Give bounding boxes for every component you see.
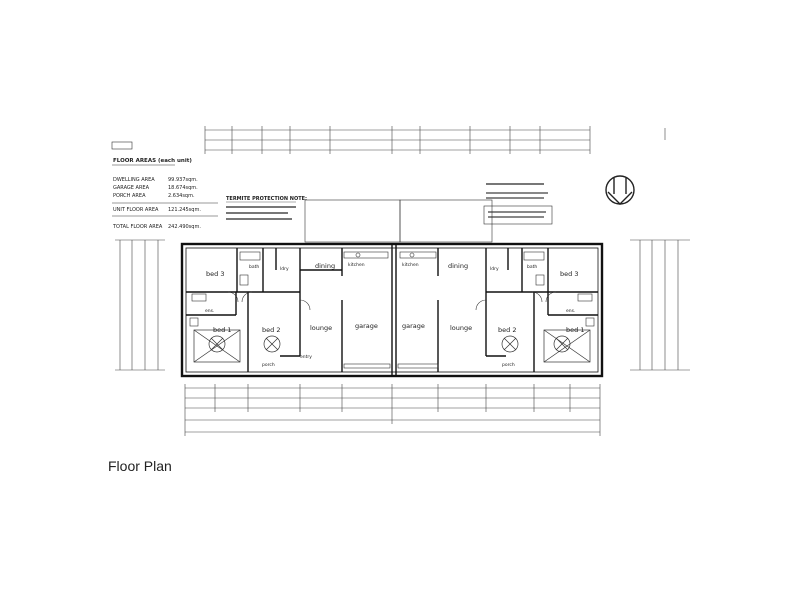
room-label-bath: bath — [527, 264, 537, 270]
schedule-row-label: DWELLING AREA — [113, 177, 155, 183]
termite-protection-note: TERMITE PROTECTION NOTE: — [226, 196, 307, 220]
room-label-bed-3: bed 3 — [560, 270, 578, 278]
floor-plan-caption: Floor Plan — [108, 458, 172, 474]
ceiling-fan-icons — [193, 329, 591, 363]
rear-slab-outlines — [304, 199, 493, 243]
room-label-porch: porch — [502, 362, 515, 368]
room-label-ens: ens. — [205, 309, 214, 314]
schedule-row-value: 242.490sqm. — [168, 224, 201, 230]
room-label-ldry: ldry — [490, 266, 499, 272]
room-label-porch: porch — [262, 362, 275, 368]
schedule-row-value: 121.245sqm. — [168, 207, 201, 213]
room-label-garage: garage — [402, 322, 425, 330]
room-label-ens: ens. — [566, 309, 575, 314]
schedule-row-value: 2.634sqm. — [168, 193, 195, 199]
internal-walls — [186, 244, 598, 376]
schedule-row-label: PORCH AREA — [113, 193, 146, 199]
schedule-row-label: TOTAL FLOOR AREA — [112, 224, 163, 230]
room-label-kitchen: kitchen — [402, 262, 419, 268]
right-unit-room-labels: kitchen dining ldry bath bed 3 garage lo… — [402, 262, 584, 368]
room-label-bed-2: bed 2 — [262, 326, 280, 334]
termite-note-title: TERMITE PROTECTION NOTE: — [226, 196, 307, 202]
left-unit-room-labels: bed 3 bath ldry dining kitchen ens. bed … — [205, 262, 378, 368]
side-dimension-lines — [115, 239, 690, 371]
room-label-ldry: ldry — [280, 266, 289, 272]
room-label-bed-1: bed 1 — [213, 326, 231, 334]
schedule-row-label: GARAGE AREA — [113, 185, 150, 191]
room-label-lounge: lounge — [450, 324, 472, 332]
bottom-dimension-lines — [184, 384, 601, 436]
construction-note-block — [483, 183, 553, 225]
room-label-dining: dining — [315, 262, 335, 270]
room-label-lounge: lounge — [310, 324, 332, 332]
room-label-dining: dining — [448, 262, 468, 270]
room-label-entry: entry — [300, 354, 312, 360]
floor-area-schedule: FLOOR AREAS (each unit) DWELLING AREA 99… — [111, 141, 218, 230]
schedule-row-value: 99.937sqm. — [168, 177, 198, 183]
fixtures — [189, 251, 595, 369]
room-label-kitchen: kitchen — [348, 262, 365, 268]
schedule-row-label: UNIT FLOOR AREA — [113, 207, 159, 213]
room-label-bed-1: bed 1 — [566, 326, 584, 334]
schedule-row-value: 18.674sqm. — [168, 185, 198, 191]
top-dimension-lines — [204, 126, 666, 154]
room-label-bed-3: bed 3 — [206, 270, 224, 278]
room-label-bed-2: bed 2 — [498, 326, 516, 334]
room-label-garage: garage — [355, 322, 378, 330]
schedule-header: FLOOR AREAS (each unit) — [113, 158, 192, 164]
room-label-bath: bath — [249, 264, 259, 270]
north-arrow-icon — [605, 175, 635, 205]
